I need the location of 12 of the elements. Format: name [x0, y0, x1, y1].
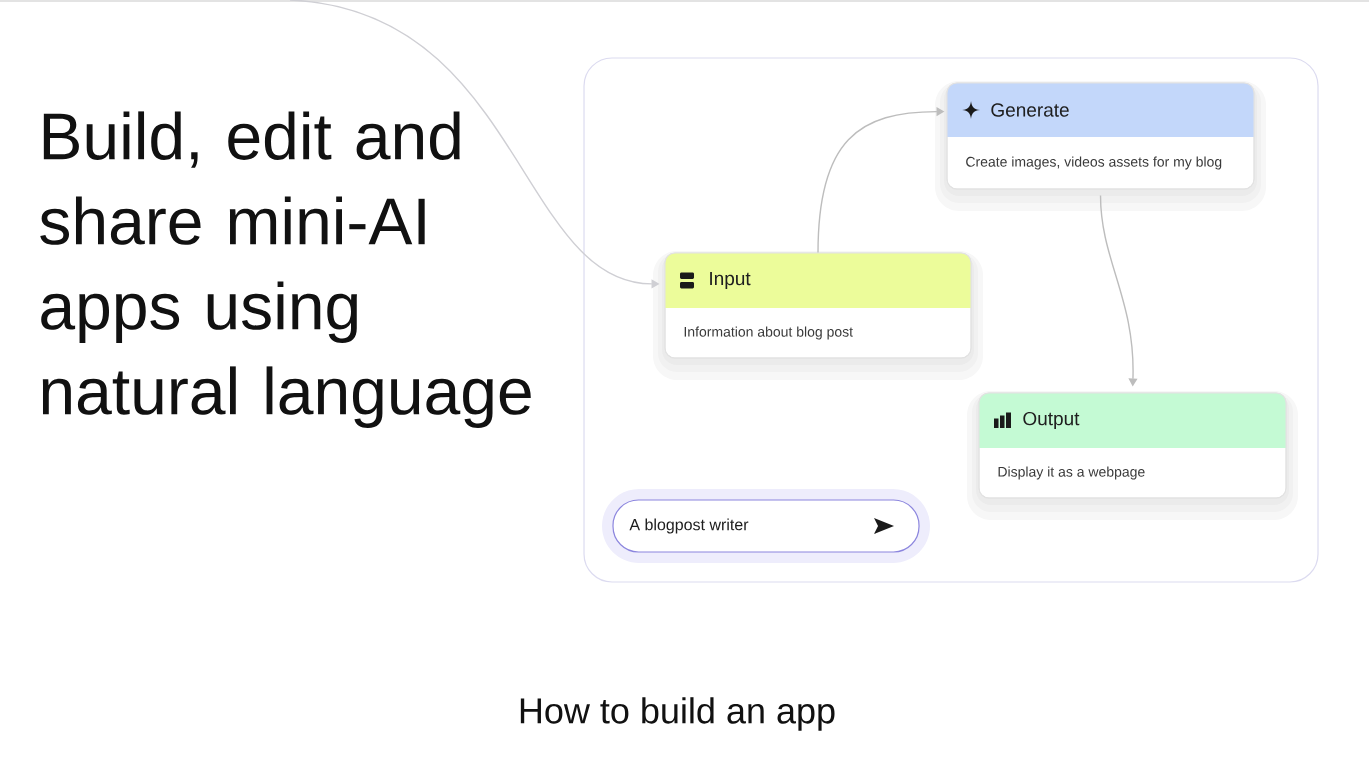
card-text: Create images, videos assets for my blog: [966, 156, 1222, 170]
prompt-field: A blogpost writer: [602, 489, 930, 563]
caption: How to build an app: [520, 697, 835, 731]
card: [664, 252, 972, 359]
card-title: Generate: [991, 103, 1069, 117]
heading: Build, edit and share mini-AI apps using natural language: [40, 111, 531, 428]
card-text: Display it as a webpage: [998, 466, 1145, 480]
card-title: Output: [1023, 411, 1080, 430]
card: [978, 392, 1287, 499]
card: [946, 82, 1255, 190]
card-text: Information about blog post: [684, 326, 853, 340]
card-title: Input: [710, 272, 751, 289]
